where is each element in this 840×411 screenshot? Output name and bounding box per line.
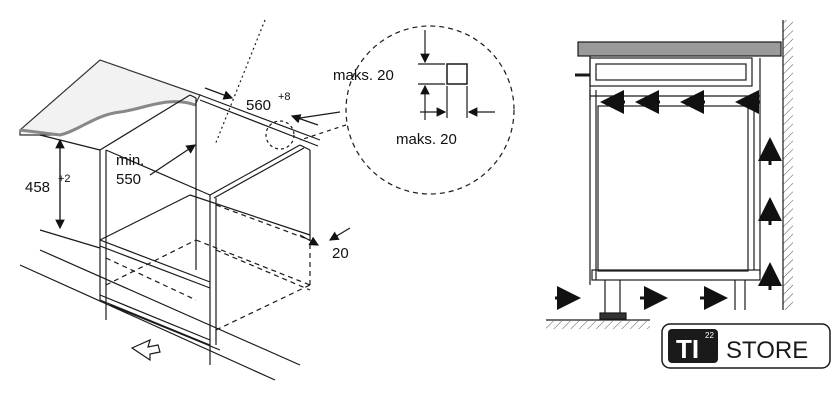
logo-mark: TI [676, 334, 699, 364]
detail-top-label: maks. 20 [333, 67, 394, 84]
logo-mark-sup: 22 [705, 331, 714, 340]
detail-circle [299, 25, 515, 195]
height-label: 458 [25, 179, 50, 196]
height-sup: +2 [58, 173, 71, 185]
detail-bottom-label: maks. 20 [396, 131, 457, 148]
width-label: 560 [246, 97, 271, 114]
depth-gap-label: 20 [332, 245, 349, 262]
section-drawing [546, 20, 793, 329]
countertop [19, 59, 201, 136]
store-logo: TI 22 STORE [661, 323, 831, 369]
cabinet-drawing [19, 19, 351, 381]
airflow-arrows [555, 90, 782, 310]
width-sup: +8 [278, 91, 291, 103]
min-label: min. [116, 152, 144, 169]
logo-text: STORE [726, 337, 808, 364]
min-value: 550 [116, 171, 141, 188]
